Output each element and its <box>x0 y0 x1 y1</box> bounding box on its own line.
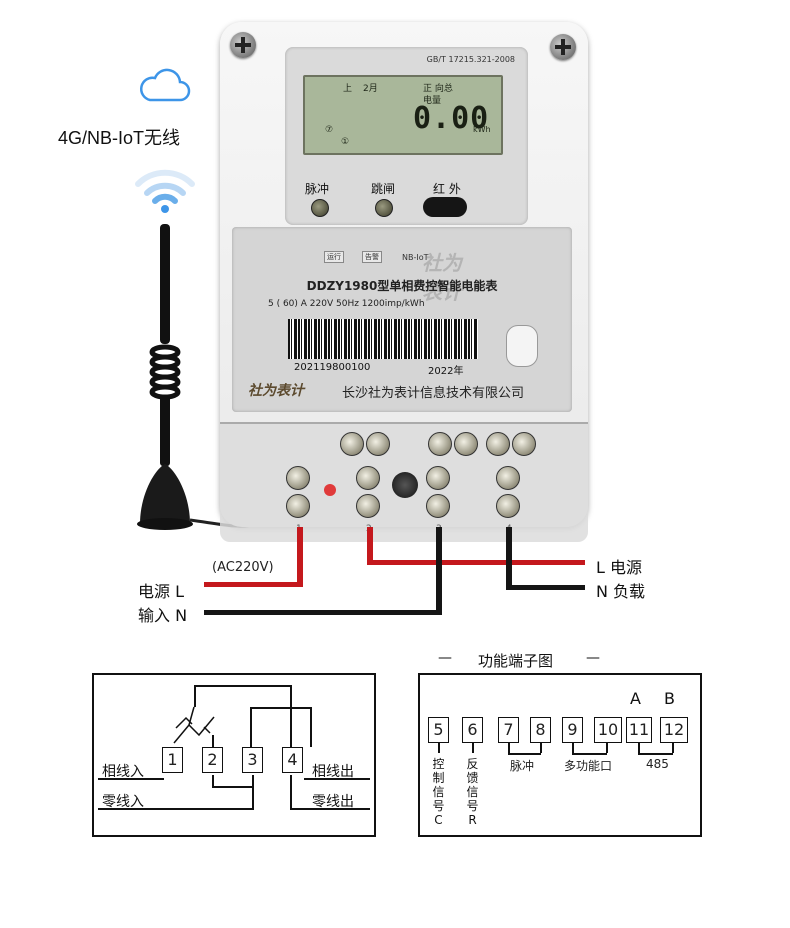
serial-number: 202119800100 <box>294 362 371 373</box>
lcd-direction: 正 向总 <box>423 84 453 94</box>
terminal-9: 9 <box>562 717 583 743</box>
barcode <box>288 319 478 359</box>
standard-code: GB/T 17215.321-2008 <box>426 55 515 64</box>
terminal-screw-icon <box>286 466 310 490</box>
phase-in-label: 相线入 <box>102 764 144 780</box>
terminal-screw-icon <box>496 466 520 490</box>
title-dash: — <box>438 650 452 666</box>
model-name: DDZY1980型单相费控智能电能表 <box>306 279 498 293</box>
pulse-led-icon <box>311 199 329 217</box>
lcd-symbol: ⑦ <box>325 125 334 135</box>
smart-meter: GB/T 17215.321-2008 上 2月 正 向总 电量 0.00 kW… <box>220 22 588 542</box>
infrared-label: 红 外 <box>433 182 461 196</box>
terminal-screw-icon <box>426 494 450 518</box>
cloud-icon <box>136 66 192 106</box>
wire-phase-in <box>297 527 303 587</box>
wire-phase-in <box>204 582 303 587</box>
terminal-12: 12 <box>660 717 688 743</box>
neutral-in-label: 零线入 <box>102 794 144 810</box>
manufacture-year: 2022年 <box>428 366 464 377</box>
lcd-unit: kWh <box>473 125 491 134</box>
terminal-5: 5 <box>428 717 449 743</box>
run-tag: 运行 <box>324 251 344 263</box>
terminal-10: 10 <box>594 717 622 743</box>
lcd-energy-label: 电量 <box>423 96 442 106</box>
wifi-signal-icon <box>134 166 196 216</box>
nameplate: 运行 告警 NB-IoT 社为表计 DDZY1980型单相费控智能电能表 5 (… <box>232 227 572 412</box>
pulse-label: 脉冲 <box>510 759 535 773</box>
terminal-cover: 1 2 3 4 <box>220 422 588 542</box>
red-seal-icon <box>324 484 336 496</box>
ac-voltage-label: (AC220V) <box>212 560 274 575</box>
wire-neutral-out <box>506 585 585 590</box>
terminal-6: 6 <box>462 717 483 743</box>
terminal-11: 11 <box>626 717 652 743</box>
lcd-top-left: 上 <box>343 84 353 94</box>
function-terminal-diagram: A B 5 6 7 8 9 10 11 12 控制信号C 反馈信号R 脉冲 多功… <box>418 673 702 837</box>
wireless-label: 4G/NB-IoT无线 <box>58 128 181 148</box>
title-dash: — <box>586 650 600 666</box>
main-wiring-diagram: 1 2 3 4 相线入 相线出 零线入 零线出 <box>92 673 376 837</box>
display-panel: GB/T 17215.321-2008 上 2月 正 向总 电量 0.00 kW… <box>285 47 528 225</box>
terminal-screw-icon <box>366 432 390 456</box>
rs485-label: 485 <box>646 757 669 771</box>
diagram-terminal-2: 2 <box>202 747 223 773</box>
trip-led-icon <box>375 199 393 217</box>
relay-switch-icon <box>173 706 215 744</box>
brand-watermark: 社为表计 <box>422 251 462 304</box>
feedback-signal-label: 反馈信号R <box>466 757 479 827</box>
wire-neutral-out <box>506 527 512 590</box>
terminal-screw-icon <box>428 432 452 456</box>
spec-line: 5 ( 60) A 220V 50Hz 1200imp/kWh <box>268 299 425 309</box>
company-name: 长沙社为表计信息技术有限公司 <box>342 386 525 401</box>
terminal-screw-icon <box>286 494 310 518</box>
company-logo: 社为表计 <box>248 383 304 399</box>
terminal-screw-icon <box>340 432 364 456</box>
a-label: A <box>630 689 641 708</box>
terminal-screw-icon <box>426 466 450 490</box>
terminal-8: 8 <box>530 717 551 743</box>
wire-phase-out <box>367 560 585 565</box>
alarm-tag: 告警 <box>362 251 382 263</box>
b-label: B <box>664 689 675 708</box>
lcd-symbol: ① <box>341 137 350 147</box>
screw-icon <box>230 32 256 58</box>
neutral-out-label: 零线出 <box>312 794 354 810</box>
terminal-7: 7 <box>498 717 519 743</box>
terminal-screw-icon <box>512 432 536 456</box>
phase-out-label: 相线出 <box>312 764 354 780</box>
diagram-terminal-3: 3 <box>242 747 263 773</box>
seal-screw-icon <box>392 472 418 498</box>
wire-neutral-in <box>204 610 442 615</box>
terminal-screw-icon <box>496 494 520 518</box>
screw-icon <box>550 34 576 60</box>
function-diagram-title: 功能端子图 <box>478 652 554 670</box>
left-power-label: 电源 L <box>138 582 185 601</box>
left-input-label: 输入 N <box>138 606 188 625</box>
terminal-screw-icon <box>356 494 380 518</box>
right-power-label: L 电源 <box>596 558 643 577</box>
terminal-screw-icon <box>454 432 478 456</box>
lcd-screen: 上 2月 正 向总 电量 0.00 kWh ⑦ ① <box>303 75 503 155</box>
diagram-terminal-1: 1 <box>162 747 183 773</box>
lcd-month: 2月 <box>363 84 378 94</box>
page-button[interactable] <box>506 325 538 367</box>
wire-phase-out <box>367 527 373 565</box>
lcd-value: 0.00 <box>413 101 490 136</box>
infrared-port-icon <box>423 197 467 217</box>
wire-neutral-in <box>436 527 442 615</box>
trip-indicator-label: 跳闸 <box>371 182 396 196</box>
nb-iot-tag: NB-IoT <box>402 253 429 262</box>
diagram-terminal-4: 4 <box>282 747 303 773</box>
terminal-screw-icon <box>486 432 510 456</box>
terminal-screw-icon <box>356 466 380 490</box>
right-load-label: N 负载 <box>596 582 646 601</box>
multifunction-label: 多功能口 <box>564 759 613 773</box>
pulse-indicator-label: 脉冲 <box>305 182 330 196</box>
control-signal-label: 控制信号C <box>432 757 445 827</box>
